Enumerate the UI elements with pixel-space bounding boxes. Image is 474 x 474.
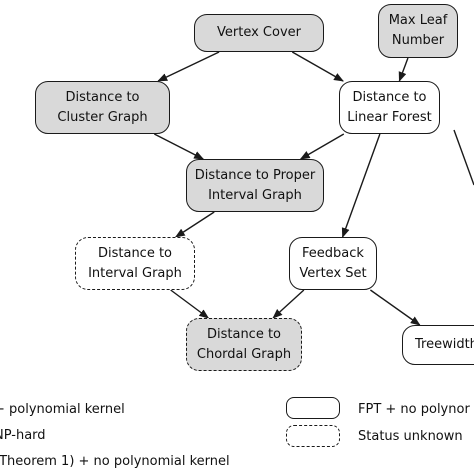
edge-vertex-cover-to-linear-forest	[291, 51, 344, 82]
node-label-line: Distance to	[206, 326, 282, 342]
edge-interval-to-chordal	[170, 289, 210, 319]
node-label-line: Cluster Graph	[57, 109, 148, 125]
node-distance-to-chordal-graph: Distance to Chordal Graph	[186, 318, 302, 371]
node-max-leaf-number: Max Leaf Number	[378, 4, 458, 58]
node-distance-to-proper-interval-graph: Distance to Proper Interval Graph	[186, 159, 324, 212]
node-label-line: Treewidth	[415, 337, 474, 352]
node-label-line: Interval Graph	[208, 187, 302, 203]
legend-label-theorem1: (Theorem 1) + no polynomial kernel	[0, 454, 230, 469]
node-label-line: Feedback	[302, 245, 364, 261]
edge-fvs-to-treewidth	[369, 289, 421, 326]
edge-linear-forest-to-fvs	[341, 133, 381, 238]
legend-swatch-solid-white	[286, 397, 340, 419]
node-label-line: Vertex Cover	[217, 25, 301, 40]
node-label-line: Distance to	[352, 89, 427, 105]
node-label-line: Max Leaf	[388, 13, 448, 28]
node-feedback-vertex-set: Feedback Vertex Set	[289, 237, 377, 290]
node-distance-to-interval-graph: Distance to Interval Graph	[75, 237, 195, 290]
node-label-line: Interval Graph	[88, 265, 182, 281]
node-label-line: Linear Forest	[347, 109, 432, 125]
node-label-line: Distance to	[65, 89, 140, 105]
edge-linear-forest-to-proper-interval	[299, 133, 345, 160]
edge-offscreen-right	[453, 129, 474, 186]
node-distance-to-cluster-graph: Distance to Cluster Graph	[35, 81, 170, 134]
edge-vertex-cover-to-cluster	[157, 51, 220, 82]
node-label-line: Chordal Graph	[196, 346, 292, 362]
node-label-line: Number	[391, 33, 445, 48]
node-treewidth: Treewidth	[402, 325, 474, 365]
legend-swatch-dashed	[286, 425, 340, 447]
node-distance-to-linear-forest: Distance to Linear Forest	[339, 81, 440, 134]
legend-label-fpt-no-poly: FPT + no polynor	[358, 402, 470, 417]
legend-label-status-unknown: Status unknown	[358, 429, 463, 444]
node-label-line: Distance to	[97, 245, 173, 261]
edge-cluster-to-proper-interval	[153, 133, 205, 160]
legend-label-poly-kernel: + polynomial kernel	[0, 402, 125, 417]
edge-group	[153, 51, 421, 326]
node-label-line: Vertex Set	[299, 265, 367, 281]
legend-label-np-hard: NP-hard	[0, 428, 46, 443]
node-vertex-cover: Vertex Cover	[194, 14, 324, 52]
edge-proper-interval-to-interval	[174, 211, 215, 238]
edge-max-leaf-to-linear-forest	[398, 57, 409, 82]
node-label-line: Distance to Proper	[194, 167, 316, 183]
edge-fvs-to-chordal	[272, 289, 305, 319]
